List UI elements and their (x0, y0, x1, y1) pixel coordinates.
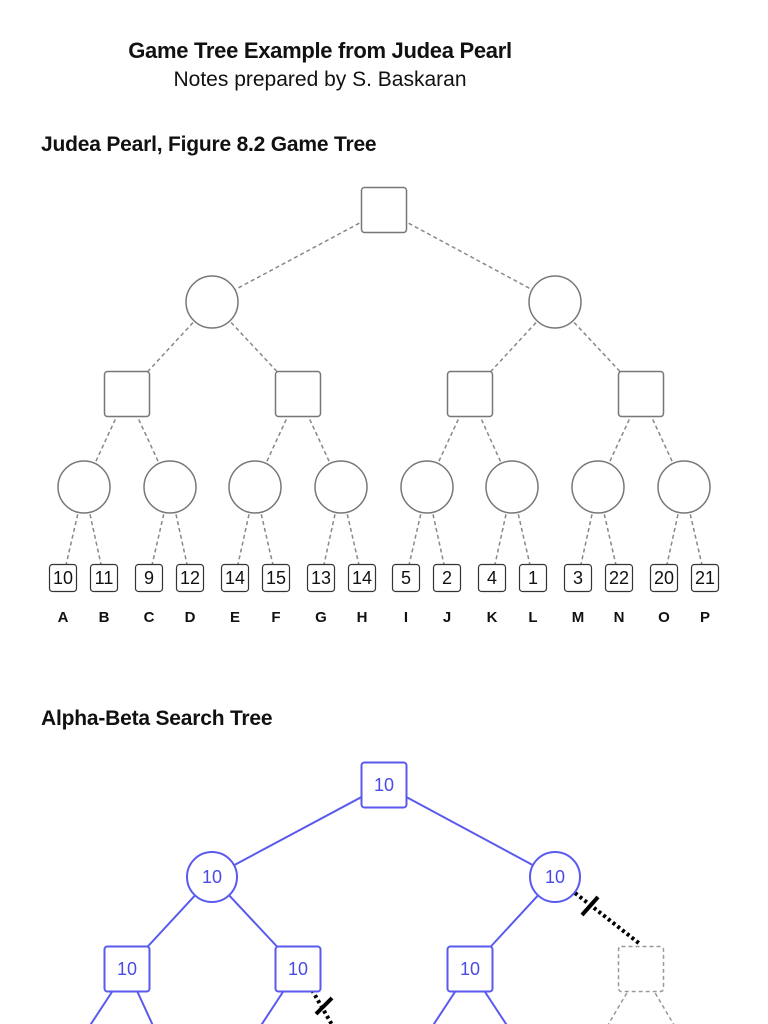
leaf-value: 4 (487, 568, 497, 588)
min-node (57, 460, 111, 514)
leaf-label: I (404, 609, 408, 626)
leaf-node (432, 563, 462, 593)
max-node (360, 761, 408, 809)
leaf-node (261, 563, 291, 593)
leaf-label: M (572, 609, 585, 626)
node-value: 10 (545, 867, 565, 887)
leaf-label: D (185, 609, 196, 626)
leaf-node (134, 563, 164, 593)
leaf-value: 15 (266, 568, 286, 588)
min-node (228, 460, 282, 514)
pruned-edge (573, 891, 642, 946)
max-node (274, 370, 322, 418)
min-node (400, 460, 454, 514)
alpha-beta-section-title: Alpha-Beta Search Tree (41, 707, 273, 730)
leaf-value: 14 (352, 568, 372, 588)
leaf-node (48, 563, 78, 593)
max-node (360, 186, 408, 234)
leaf-label: P (700, 609, 710, 626)
leaf-node (690, 563, 720, 593)
node-value: 10 (374, 775, 394, 795)
leaf-label: A (58, 609, 69, 626)
game-tree-edge (211, 209, 385, 303)
cut-mark (580, 895, 600, 917)
leaf-node (477, 563, 507, 593)
node-value: 10 (202, 867, 222, 887)
leaf-node (391, 563, 421, 593)
node-value: 10 (460, 959, 480, 979)
leaf-label: L (528, 609, 537, 626)
min-node (657, 460, 711, 514)
document-title: Game Tree Example from Judea Pearl (128, 38, 512, 63)
alpha-beta-tree: 10 10 10 10 10 10 (89, 761, 675, 1024)
node-value: 10 (117, 959, 137, 979)
pruned-edge (607, 968, 642, 1024)
min-node (529, 851, 581, 903)
leaf-node (220, 563, 250, 593)
leaf-node (518, 563, 548, 593)
leaf-label: K (487, 609, 498, 626)
min-node (185, 275, 239, 329)
leaf-value: 5 (401, 568, 411, 588)
min-node (485, 460, 539, 514)
document-subtitle: Notes prepared by S. Baskaran (173, 68, 467, 91)
max-node (103, 370, 151, 418)
leaf-value: 1 (528, 568, 538, 588)
leaf-value: 9 (144, 568, 154, 588)
leaf-value: 10 (53, 568, 73, 588)
min-node (571, 460, 625, 514)
min-node (143, 460, 197, 514)
leaf-node (649, 563, 679, 593)
min-node (528, 275, 582, 329)
leaf-label: B (99, 609, 110, 626)
leaf-label: N (614, 609, 625, 626)
leaf-label: J (443, 609, 451, 626)
leaf-value: 22 (609, 568, 629, 588)
leaf-node (563, 563, 593, 593)
leaf-value: 14 (225, 568, 245, 588)
max-node (446, 945, 494, 993)
min-node (186, 851, 238, 903)
leaf-value: 2 (442, 568, 452, 588)
leaf-value: 13 (311, 568, 331, 588)
leaf-node (347, 563, 377, 593)
node-value: 10 (288, 959, 308, 979)
leaf-label: H (357, 609, 368, 626)
alpha-beta-edge (383, 784, 556, 878)
pruned-max-node (617, 945, 665, 993)
leaf-label: G (315, 609, 327, 626)
leaf-label: E (230, 609, 240, 626)
leaf-value: 3 (573, 568, 583, 588)
game-tree-section-title: Judea Pearl, Figure 8.2 Game Tree (41, 133, 377, 156)
leaf-value: 12 (180, 568, 200, 588)
leaf-value: 20 (654, 568, 674, 588)
min-node (314, 460, 368, 514)
pruned-edge (640, 968, 675, 1024)
max-node (617, 370, 665, 418)
leaf-value: 21 (695, 568, 715, 588)
leaf-node (604, 563, 634, 593)
leaf-node (306, 563, 336, 593)
game-tree-edge (383, 209, 556, 303)
leaf-node (175, 563, 205, 593)
leaf-value: 11 (95, 568, 114, 588)
cut-mark (314, 996, 334, 1016)
pruned-edge (310, 989, 334, 1024)
leaf-label: F (271, 609, 280, 626)
alpha-beta-edge (211, 784, 385, 878)
max-node (103, 945, 151, 993)
leaf-node (89, 563, 119, 593)
max-node (446, 370, 494, 418)
max-node (274, 945, 322, 993)
leaf-label: O (658, 609, 670, 626)
leaf-label: C (144, 609, 155, 626)
